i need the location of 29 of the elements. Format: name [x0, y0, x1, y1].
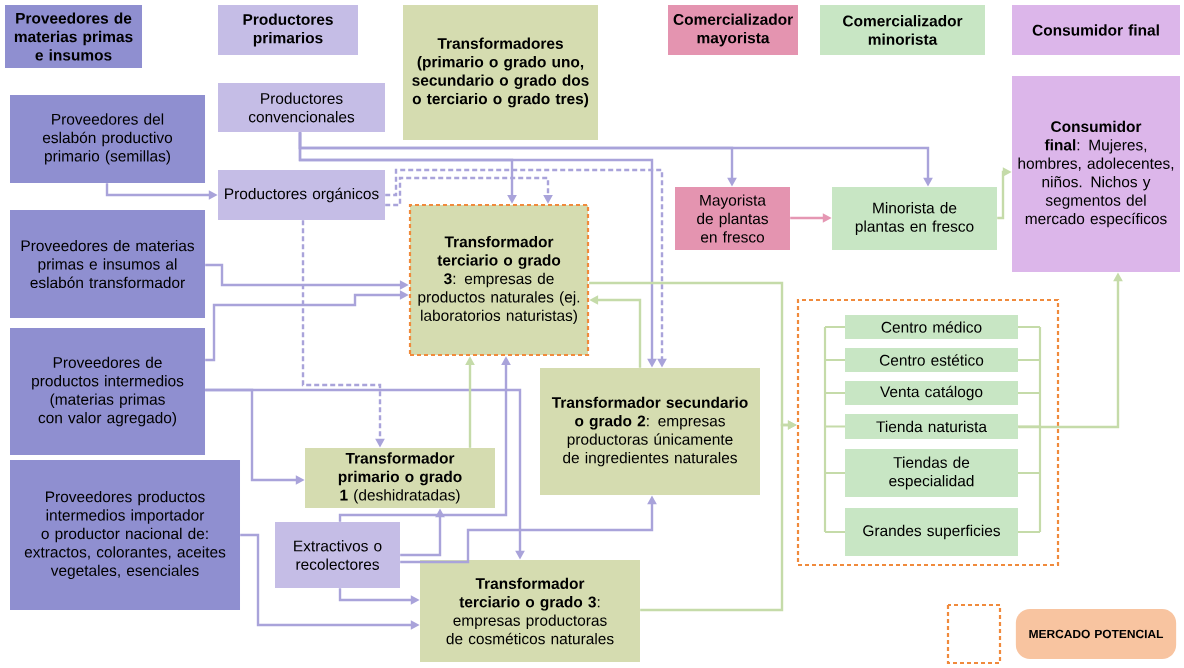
column-heading: Transformadores (primario o grado uno, secundario o grado dos o terciario o grado tres): [403, 5, 598, 140]
market-region: [796, 298, 1060, 567]
processor-box: Transformador terciario o grado 3: empresas de productos naturales (ej. laboratorios naturistas): [408, 203, 590, 357]
outlet-box: Grandes superficies: [845, 508, 1018, 556]
wholesaler-box: Mayorista de plantas en fresco: [675, 187, 790, 250]
producer-box: Productores orgánicos: [218, 170, 385, 220]
legend-label: MERCADO POTENCIAL: [1015, 609, 1177, 659]
outlet-box: Centro médico: [845, 315, 1018, 339]
processor-box: Transformador terciario o grado 3: empresas productoras de cosméticos naturales: [420, 560, 640, 662]
supplier-box: Proveedores de materias primas e insumos al eslabón transformador: [10, 210, 205, 318]
collector-box: Extractivos o recolectores: [275, 522, 400, 588]
retailer-box: Minorista de plantas en fresco: [832, 187, 997, 250]
column-heading: Comercializador mayorista: [668, 5, 798, 55]
supplier-box: Proveedores de productos intermedios (materias primas con valor agregado): [10, 328, 205, 455]
producer-box: Productores convencionales: [218, 83, 385, 132]
outlet-box: Tiendas de especialidad: [845, 449, 1018, 497]
outlet-box: Centro estético: [845, 348, 1018, 372]
supplier-box: Proveedores del eslabón productivo primario (semillas): [10, 95, 205, 183]
supplier-box: Proveedores productos intermedios importador o productor nacional de: extractos, colorantes, aceites vegetales, esenciales: [10, 460, 240, 610]
column-heading: Comercializador minorista: [820, 5, 985, 55]
arrow: [385, 176, 553, 207]
column-heading: Proveedores de materias primas e insumos: [5, 5, 142, 68]
processor-box: Transformador secundario o grado 2: empresas productoras únicamente de ingredientes naturales: [540, 368, 760, 495]
column-heading: Consumidor final: [1012, 5, 1180, 55]
processor-box: Transformador primario o grado 1 (deshidratadas): [305, 448, 495, 508]
consumer-box: Consumidor final: Mujeres, hombres, adolecentes, niños. Nichos y segmentos del mercado específicos: [1012, 76, 1180, 272]
outlet-box: Venta catálogo: [845, 381, 1018, 405]
outlet-box: Tienda naturista: [845, 414, 1018, 439]
column-heading: Productores primarios: [218, 5, 358, 55]
